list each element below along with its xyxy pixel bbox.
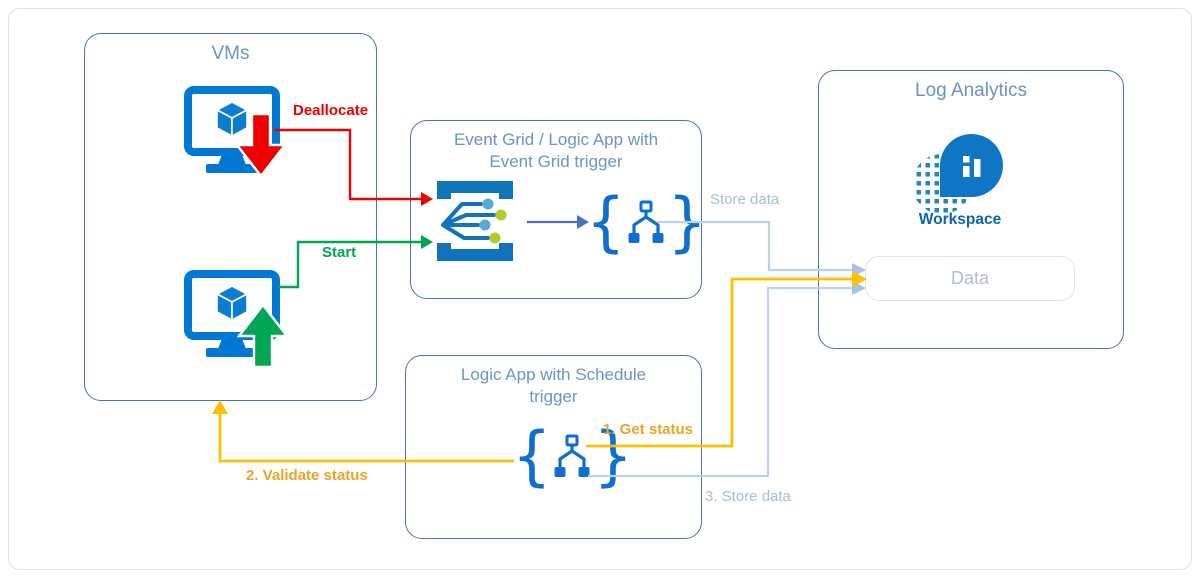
start-arrow-icon: [237, 303, 289, 369]
event-grid-box: Event Grid / Logic App with Event Grid t…: [410, 120, 702, 299]
event-grid-box-title: Event Grid / Logic App with Event Grid t…: [453, 130, 659, 171]
store-data-3-label: 3. Store data: [705, 488, 791, 505]
event-grid-icon: [437, 181, 513, 261]
brace-left-glyph: {: [512, 417, 552, 494]
deallocate-label: Deallocate: [293, 102, 369, 119]
brace-left-glyph: {: [586, 183, 626, 260]
get-status-label: 1. Get status: [603, 421, 694, 438]
validate-status-label: 2. Validate status: [246, 467, 368, 484]
start-label: Start: [322, 244, 357, 261]
store-data-label: Store data: [710, 191, 780, 208]
log-analytics-title: Log Analytics: [915, 80, 1027, 101]
bar-chart-icon: [962, 155, 980, 177]
deallocate-arrow-icon: [235, 112, 287, 178]
data-box-label: Data: [950, 268, 990, 288]
vms-box-title: VMs: [211, 43, 250, 64]
vm-monitor-icon: [184, 86, 280, 173]
log-analytics-box: Log Analytics: [818, 70, 1124, 349]
vms-box: VMs: [84, 33, 377, 401]
schedule-box-title: Logic App with Schedule trigger: [460, 365, 647, 406]
canvas-border: [8, 8, 1192, 570]
data-box: Data: [865, 256, 1075, 301]
workspace-label: Workspace: [918, 211, 1002, 228]
log-analytics-workspace-icon: [940, 134, 1003, 197]
logic-app-tree-icon: [554, 434, 590, 477]
logic-app-tree-icon: [628, 200, 664, 243]
logic-app-icon: { }: [586, 183, 707, 260]
brace-right-glyph: }: [667, 183, 707, 260]
